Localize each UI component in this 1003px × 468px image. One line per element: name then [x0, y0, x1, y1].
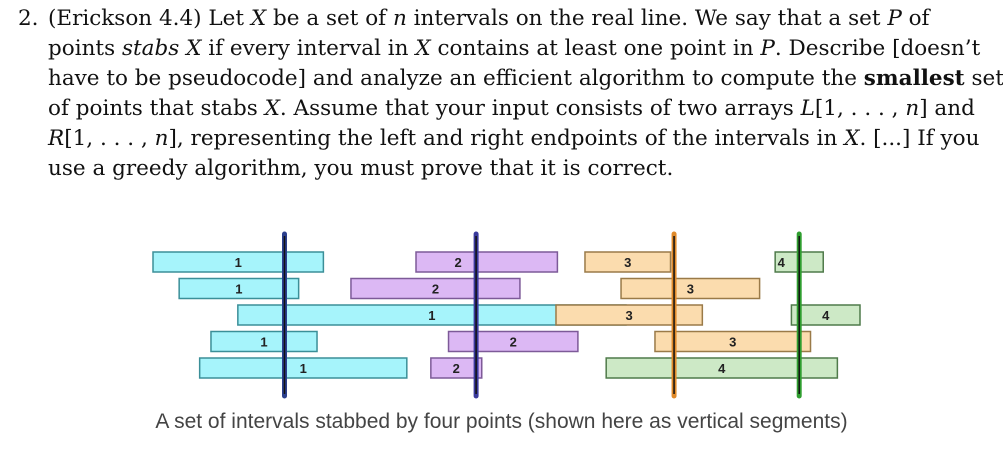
problem-text: of points that stabs [48, 96, 265, 121]
problem-text: points [48, 36, 122, 61]
figure-caption: A set of intervals stabbed by four point… [155, 410, 848, 433]
problem-statement: 2. (Erickson 4.4) Let X be a set of n int… [18, 4, 1003, 184]
interval-label: 4 [778, 255, 786, 270]
problem-text: . [...] If you [859, 126, 980, 151]
problem-text: ], representing the left and right endpo… [168, 126, 845, 151]
problem-line: R[1, . . . , n], representing the left a… [18, 124, 980, 154]
problem-text: [1, . . . , [814, 96, 906, 121]
problem-text: have to be pseudocode] and analyze an ef… [48, 66, 864, 91]
problem-text: . Assume that your input consists of two… [279, 96, 801, 121]
problem-text: of [901, 6, 930, 31]
interval-bar [620, 277, 761, 300]
problem-text: use a greedy algorithm, you must prove t… [48, 156, 674, 181]
interval-label: 3 [624, 255, 631, 270]
problem-text: . Describe [doesn’t [774, 36, 981, 61]
interval-bar [447, 330, 579, 353]
interval-bar [654, 330, 812, 353]
problem-text: [1, . . . , [64, 126, 155, 151]
problem-text: intervals on the real line. We say that … [406, 6, 888, 31]
interval-label: 3 [626, 308, 633, 323]
interval-bar [210, 330, 318, 353]
interval-label: 1 [235, 255, 242, 270]
problem-text: contains at least one point in [430, 36, 761, 61]
interval-bar [152, 251, 325, 273]
problem-number: 2. [18, 6, 39, 31]
interval-label: 1 [235, 282, 242, 297]
problem-text: X [264, 96, 280, 121]
problem-line: points stabs X if every interval in X co… [18, 34, 981, 64]
problem-line: use a greedy algorithm, you must prove t… [18, 154, 978, 184]
interval-bar [584, 251, 672, 273]
interval-label: 1 [300, 361, 307, 376]
problem-line: have to be pseudocode] and analyze an ef… [18, 64, 1003, 94]
problem-text: n [905, 96, 920, 121]
interval-label: 1 [428, 308, 435, 323]
problem-text: stabs [121, 36, 180, 61]
problem-text: set [964, 66, 1003, 91]
interval-bar [178, 277, 300, 300]
problem-text: X [844, 126, 860, 151]
problem-line: of points that stabs X. Assume that your… [18, 94, 978, 124]
interval-label: 3 [729, 335, 736, 350]
interval-label: 2 [510, 335, 517, 350]
problem-text: (Erickson 4.4) Let [48, 6, 251, 31]
interval-label: 4 [822, 308, 830, 323]
interval-bar [605, 357, 839, 379]
problem-line: 2. (Erickson 4.4) Let X be a set of n int… [18, 4, 978, 34]
problem-text: R [48, 126, 65, 151]
problem-text: P [760, 36, 775, 61]
problem-text: if every interval in [201, 36, 416, 61]
problem-text: be a set of [266, 6, 393, 31]
problem-text: X [186, 36, 202, 61]
problem-text: n [154, 126, 169, 151]
interval-bar [555, 304, 704, 326]
problem-text: L [800, 96, 815, 121]
problem-text: P [887, 6, 902, 31]
problem-text: X [415, 36, 431, 61]
interval-label: 2 [453, 361, 460, 376]
interval-label: 2 [454, 255, 461, 270]
problem-text: smallest [863, 66, 965, 91]
interval-bar [790, 304, 861, 326]
interval-bar [430, 357, 483, 379]
interval-bar [198, 357, 408, 379]
problem-text: ] and [919, 96, 975, 121]
problem-text: X [250, 6, 267, 31]
interval-label: 1 [260, 335, 267, 350]
interval-bar [415, 251, 559, 273]
interval-label: 4 [718, 361, 726, 376]
interval-label: 3 [687, 282, 694, 297]
problem-text: n [392, 6, 407, 31]
interval-label: 2 [432, 282, 439, 297]
